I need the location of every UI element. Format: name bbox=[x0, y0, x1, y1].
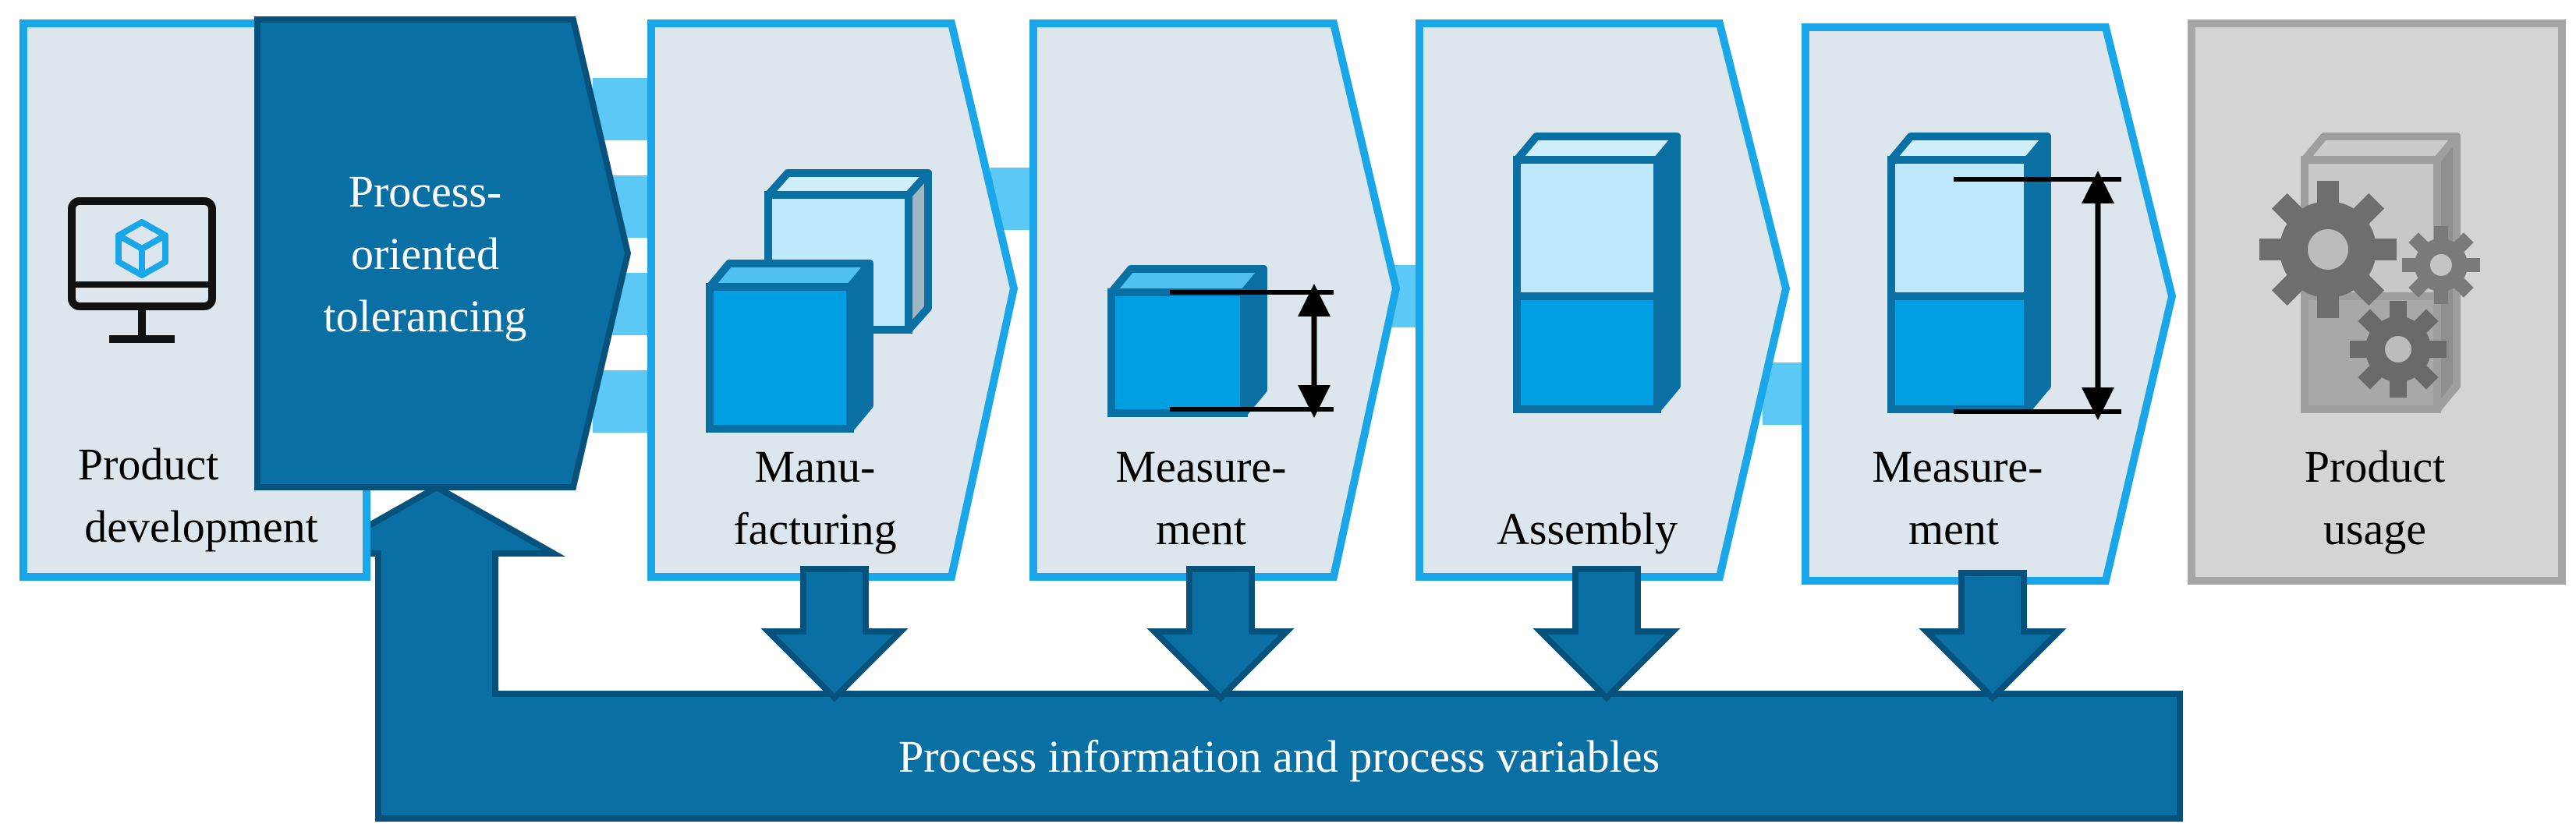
stage-label: Measure- bbox=[1115, 441, 1286, 492]
cube-icon bbox=[1107, 265, 1267, 417]
down-arrow-manufacturing bbox=[760, 566, 909, 702]
stage-process-oriented-tolerancing: Process- oriented tolerancing bbox=[254, 16, 632, 490]
stage-label: ment bbox=[1156, 504, 1246, 554]
stage-label: Manu- bbox=[755, 441, 876, 492]
monitor-cube-icon bbox=[68, 197, 216, 343]
stage-label: usage bbox=[2323, 504, 2426, 554]
feedback-label: Process information and process variable… bbox=[898, 731, 1660, 782]
stage-label: Product bbox=[78, 439, 218, 490]
dimension-arrow-icon bbox=[1170, 284, 1334, 418]
stage-label: oriented bbox=[351, 228, 499, 279]
gear-icon bbox=[2259, 181, 2397, 318]
stage-label: Assembly bbox=[1497, 504, 1678, 554]
stage-label: tolerancing bbox=[324, 291, 527, 341]
stage-measurement-2: Measure- ment bbox=[1802, 23, 2177, 585]
stage-label: development bbox=[84, 501, 318, 552]
stage-label: ment bbox=[1908, 504, 1999, 554]
stage-label: facturing bbox=[733, 504, 896, 554]
cube-icon bbox=[1513, 133, 1681, 413]
stage-label: Measure- bbox=[1872, 441, 2043, 492]
dimension-arrow-icon bbox=[1954, 171, 2121, 420]
cube-icon bbox=[1887, 133, 2051, 413]
stage-manufacturing: Manu- facturing bbox=[647, 19, 1019, 581]
stage-label: Process- bbox=[349, 166, 502, 217]
gear-icon bbox=[2402, 226, 2480, 304]
stage-label: Product bbox=[2305, 441, 2445, 492]
feedback-down-arrows bbox=[760, 566, 2067, 702]
gear-icon bbox=[2350, 301, 2447, 398]
stage-measurement-1: Measure- ment bbox=[1029, 19, 1401, 581]
cube-icon bbox=[706, 260, 873, 433]
down-arrow-measurement-2 bbox=[1919, 570, 2067, 702]
down-arrow-assembly bbox=[1532, 566, 1681, 702]
stage-assembly: Assembly bbox=[1416, 19, 1791, 581]
down-arrow-measurement-1 bbox=[1146, 566, 1295, 702]
stage-product-usage: Product usage bbox=[2188, 19, 2566, 585]
